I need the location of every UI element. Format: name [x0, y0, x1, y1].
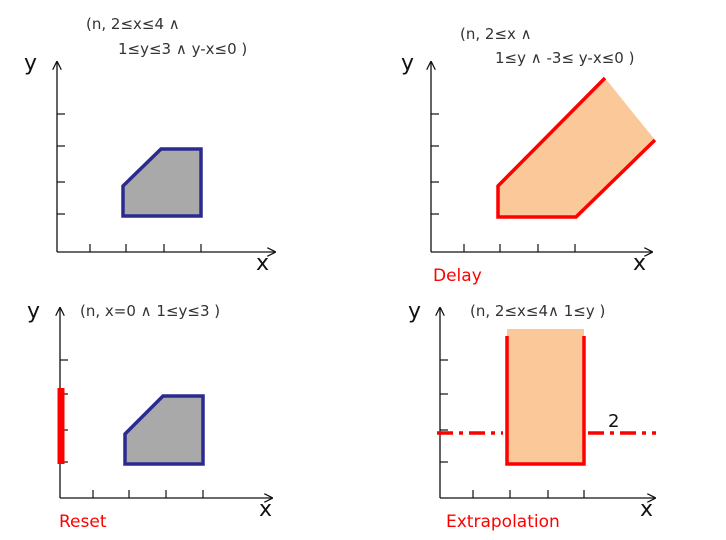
x-axis-label: x	[633, 251, 646, 276]
zone-region-fill	[498, 78, 655, 217]
y-axis-label: y	[408, 299, 421, 324]
x-axis-label: x	[640, 497, 653, 522]
caption-reset: Reset	[59, 512, 107, 532]
panel-top-right: y x (n, 2≤x ∧ 1≤y ∧ -3≤ y-x≤0 ) Delay	[401, 25, 657, 286]
y-axis-label: y	[24, 51, 37, 76]
threshold-label: 2	[608, 411, 619, 432]
y-ticks	[440, 359, 448, 463]
x-axis-label: x	[256, 251, 269, 276]
y-ticks	[57, 113, 65, 215]
zone-region	[123, 394, 205, 466]
zone-region-fill	[507, 329, 584, 464]
caption-extrapolation: Extrapolation	[446, 512, 560, 532]
panel-bottom-left: y x (n, x=0 ∧ 1≤y≤3 ) Reset	[27, 299, 272, 532]
formula-line-1: (n, x=0 ∧ 1≤y≤3 )	[80, 302, 220, 320]
caption-delay: Delay	[433, 266, 482, 286]
formula-line-2: 1≤y≤3 ∧ y-x≤0 )	[118, 40, 247, 58]
x-ticks	[92, 490, 204, 498]
y-axis-label: y	[27, 299, 40, 324]
formula-line-1: (n, 2≤x≤4 ∧	[86, 15, 180, 33]
panel-top-left: y x (n, 2≤x≤4 ∧ 1≤y≤3 ∧ y-x≤0 )	[24, 15, 275, 276]
x-axis-label: x	[259, 497, 272, 522]
panel-bottom-right: 2 y x (n, 2≤x≤4∧ 1≤y ) Extrapolation	[408, 299, 656, 532]
y-ticks	[431, 113, 439, 215]
x-ticks	[89, 244, 202, 252]
zone-region-border	[505, 336, 586, 466]
zone-region	[121, 147, 203, 218]
x-ticks	[472, 490, 585, 498]
formula-line-1: (n, 2≤x≤4∧ 1≤y )	[470, 302, 605, 320]
formula-line-1: (n, 2≤x ∧	[460, 25, 532, 43]
zone-region-border	[496, 76, 657, 219]
y-axis-label: y	[401, 51, 414, 76]
formula-line-2: 1≤y ∧ -3≤ y-x≤0 )	[495, 49, 634, 67]
x-ticks	[463, 244, 576, 252]
